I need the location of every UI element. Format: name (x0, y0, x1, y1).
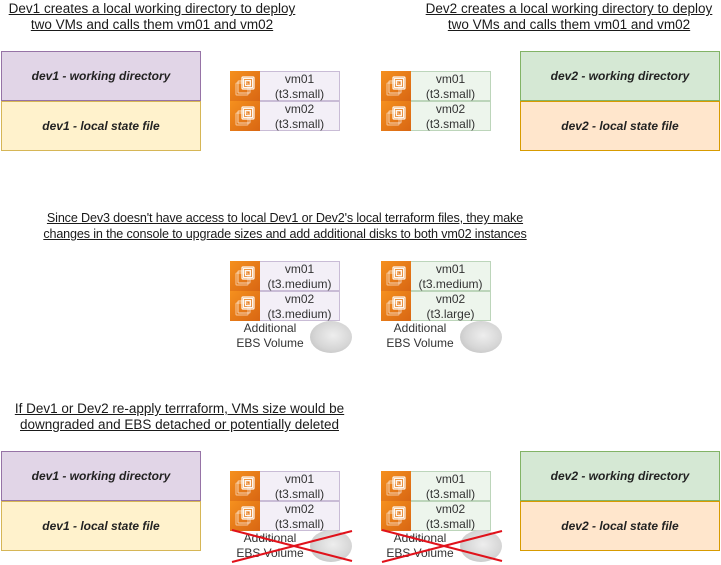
vm-label: vm02(t3.small) (260, 101, 340, 131)
ebs-volume-icon (310, 321, 352, 353)
vm-size: (t3.small) (274, 487, 325, 501)
vm-name: vm01 (284, 262, 315, 276)
vm-label: vm02(t3.medium) (260, 291, 340, 321)
vm-name: vm02 (284, 292, 315, 306)
vm-label: vm01(t3.small) (411, 471, 491, 501)
vm-label: vm02(t3.small) (260, 501, 340, 531)
vm-label: vm01(t3.medium) (260, 261, 340, 291)
vm-name: vm02 (435, 502, 466, 516)
vm-instance: vm02(t3.small) (381, 101, 491, 131)
vm-name: vm01 (284, 472, 315, 486)
dev1-working-directory: dev1 - working directory (1, 51, 201, 101)
vm-size: (t3.medium) (418, 277, 483, 291)
vm-size: (t3.medium) (267, 307, 332, 321)
vm-instance: vm02(t3.small) (230, 501, 340, 531)
ec2-instance-icon (230, 501, 260, 531)
vm-label: vm02(t3.small) (411, 101, 491, 131)
ec2-instance-icon (381, 291, 411, 321)
ec2-instance-icon (381, 71, 411, 101)
vm-instance: vm02(t3.medium) (230, 291, 340, 321)
vm-instance: vm01(t3.small) (230, 71, 340, 101)
ec2-instance-icon (230, 471, 260, 501)
dev1-state-file: dev1 - local state file (1, 101, 201, 151)
vm-label: vm01(t3.small) (260, 471, 340, 501)
ec2-instance-icon (381, 261, 411, 291)
ec2-instance-icon (381, 471, 411, 501)
vm-name: vm02 (284, 102, 315, 116)
dev1-caption: Dev1 creates a local working directory t… (8, 1, 296, 32)
vm-instance: vm01(t3.small) (381, 471, 491, 501)
vm-instance: vm01(t3.small) (381, 71, 491, 101)
vm-label: vm01(t3.small) (260, 71, 340, 101)
vm-name: vm01 (435, 262, 466, 276)
vm-size: (t3.small) (425, 117, 476, 131)
vm-size: (t3.small) (425, 487, 476, 501)
vm-name: vm02 (435, 292, 466, 306)
vm-label: vm02(t3.small) (411, 501, 491, 531)
ebs-volume-icon (460, 321, 502, 353)
vm-instance: vm01(t3.small) (230, 471, 340, 501)
dev2-working-directory: dev2 - working directory (520, 451, 720, 501)
red-cross-icon (381, 529, 503, 563)
vm-size: (t3.small) (425, 517, 476, 531)
vm-name: vm01 (435, 72, 466, 86)
vm-instance: vm02(t3.small) (381, 501, 491, 531)
vm-size: (t3.small) (274, 517, 325, 531)
vm-instance: vm01(t3.medium) (230, 261, 340, 291)
vm-label: vm02(t3.large) (411, 291, 491, 321)
vm-size: (t3.medium) (267, 277, 332, 291)
vm-instance: vm02(t3.large) (381, 291, 491, 321)
ec2-instance-icon (230, 101, 260, 131)
vm-name: vm01 (284, 72, 315, 86)
dev2-working-directory: dev2 - working directory (520, 51, 720, 101)
vm-name: vm01 (435, 472, 466, 486)
dev3-caption: Since Dev3 doesn't have access to local … (43, 211, 527, 241)
vm-instance: vm01(t3.medium) (381, 261, 491, 291)
ec2-instance-icon (230, 291, 260, 321)
ec2-instance-icon (230, 71, 260, 101)
vm-label: vm01(t3.medium) (411, 261, 491, 291)
dev1-working-directory: dev1 - working directory (1, 451, 201, 501)
red-cross-icon (231, 529, 353, 563)
ebs-volume-icon (310, 530, 352, 562)
ec2-instance-icon (381, 501, 411, 531)
ec2-instance-icon (381, 101, 411, 131)
dev1-state-file: dev1 - local state file (1, 501, 201, 551)
vm-instance: vm02(t3.small) (230, 101, 340, 131)
vm-size: (t3.large) (426, 307, 475, 321)
ec2-instance-icon (230, 261, 260, 291)
vm-size: (t3.small) (425, 87, 476, 101)
vm-name: vm02 (435, 102, 466, 116)
dev2-state-file: dev2 - local state file (520, 501, 720, 551)
vm-size: (t3.small) (274, 117, 325, 131)
reapply-caption: If Dev1 or Dev2 re-apply terrraform, VMs… (14, 401, 345, 432)
vm-name: vm02 (284, 502, 315, 516)
vm-size: (t3.small) (274, 87, 325, 101)
dev2-caption: Dev2 creates a local working directory t… (425, 1, 713, 32)
dev2-state-file: dev2 - local state file (520, 101, 720, 151)
ebs-volume-icon (460, 530, 502, 562)
vm-label: vm01(t3.small) (411, 71, 491, 101)
